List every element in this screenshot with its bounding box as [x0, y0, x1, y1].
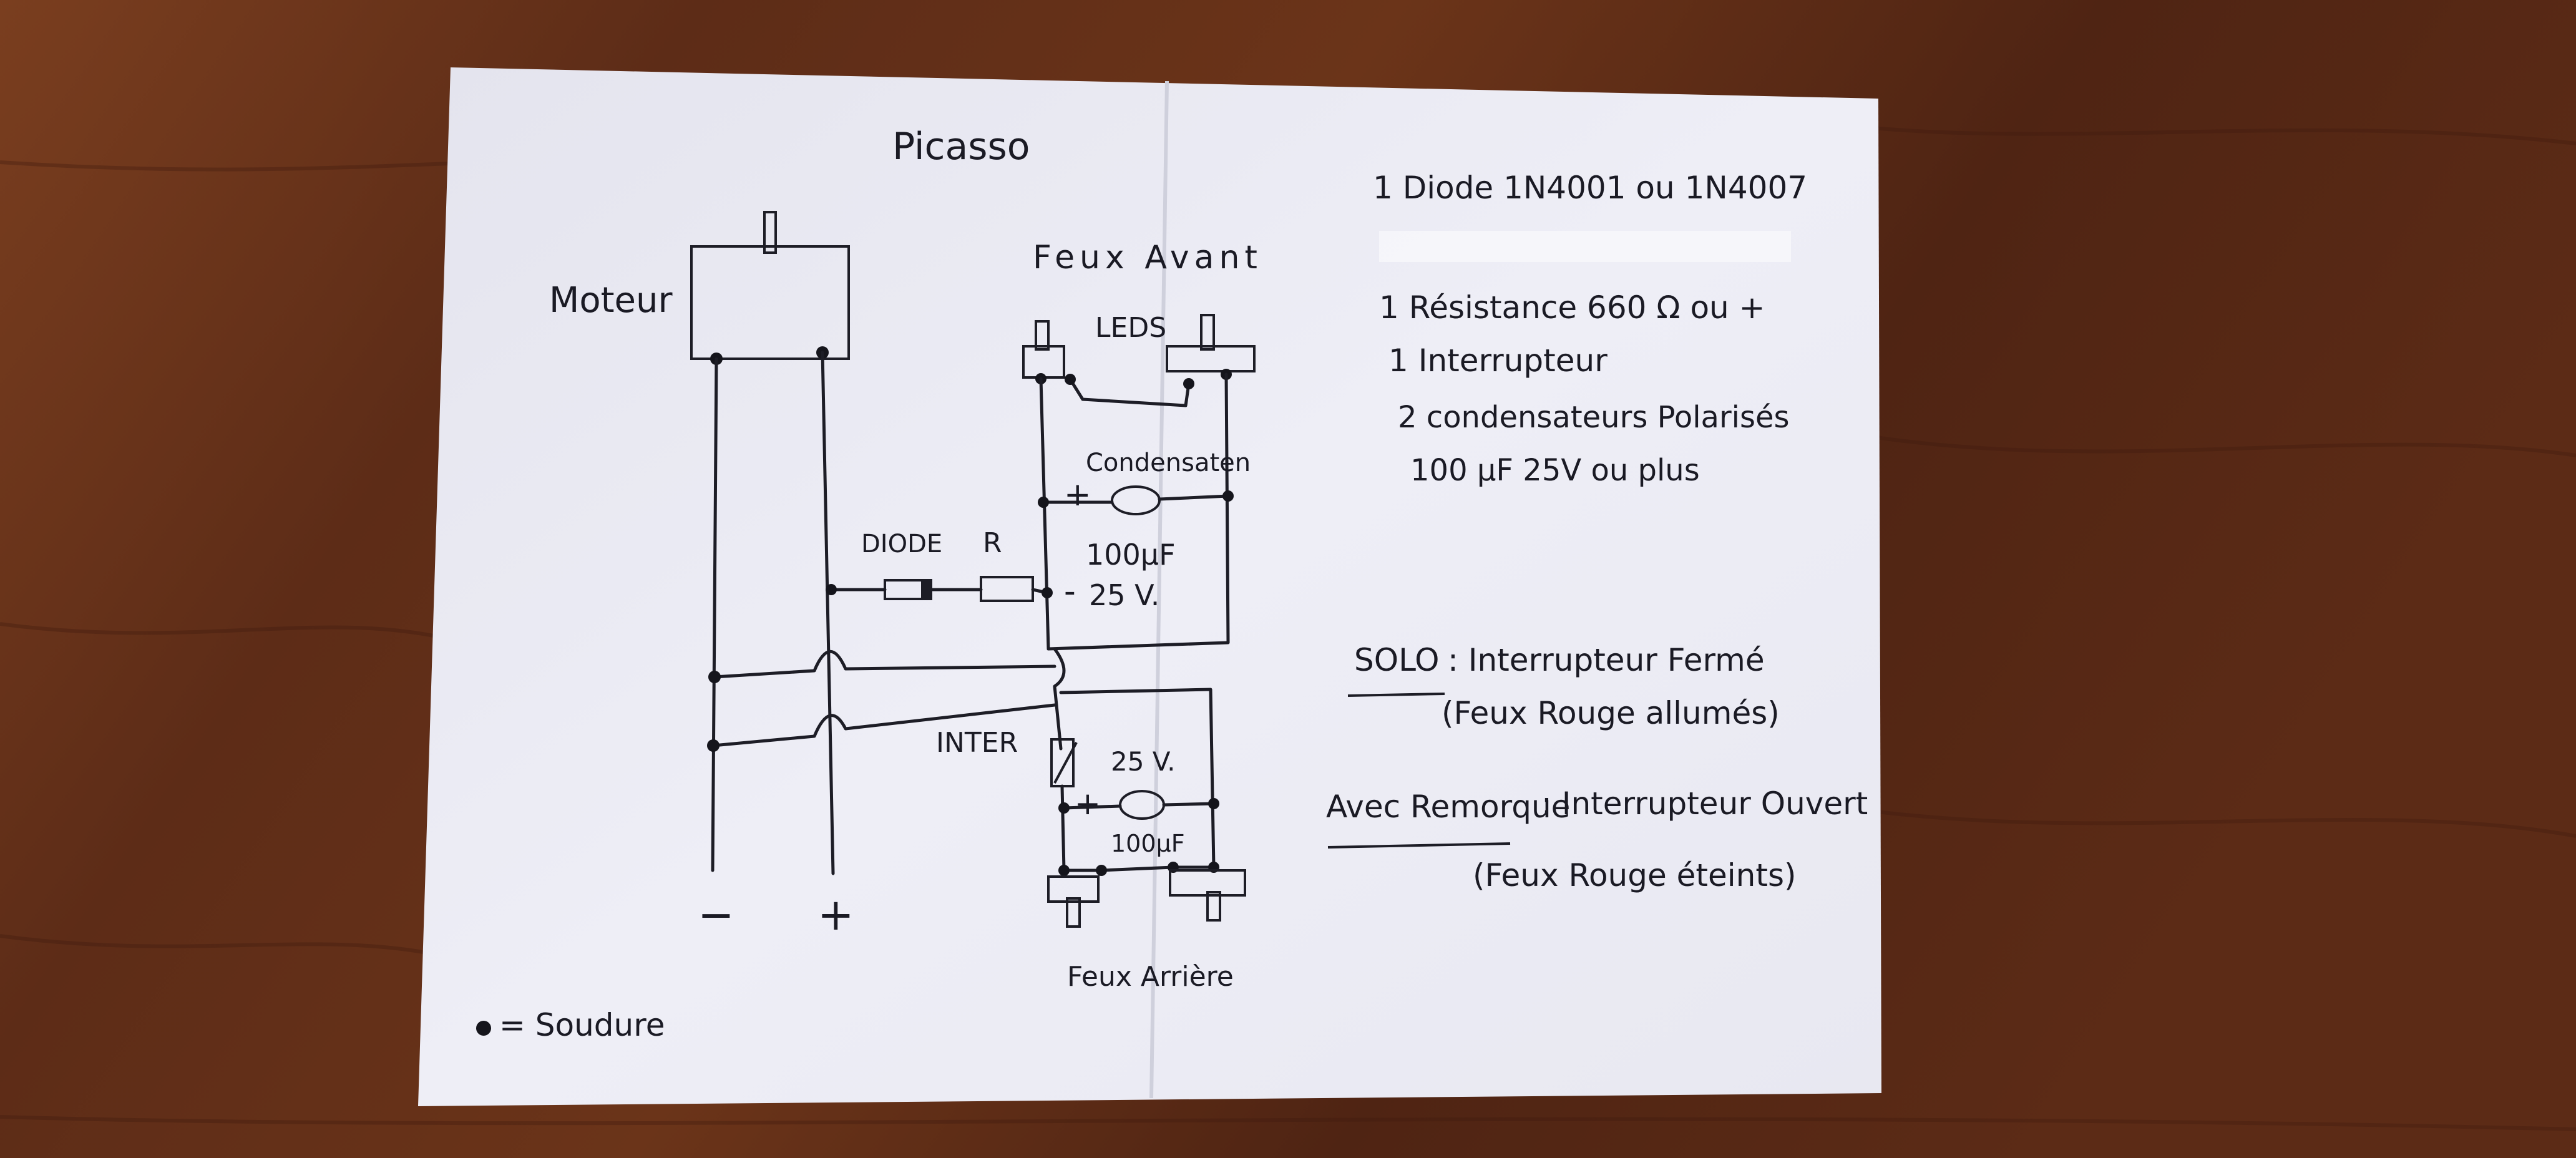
rear-left-wire [1053, 647, 1066, 751]
capacitor-top-label: Condensaten [1086, 449, 1251, 477]
cross-wire-upper [713, 650, 1056, 679]
solder-point [1058, 802, 1070, 814]
plus-terminal: + [817, 889, 854, 940]
legend-dot [476, 1021, 491, 1036]
solder-point [1065, 374, 1076, 385]
resistor [980, 576, 1034, 602]
rear-lights-label: Feux Arrière [1067, 961, 1234, 993]
solder-point [1038, 497, 1049, 508]
wood-grain [0, 123, 2576, 1131]
remorque-text: : Interrupteur Ouvert [1541, 786, 1868, 822]
solo-paren: (Feux Rouge allumés) [1442, 695, 1780, 731]
parts-line-switch: 1 Interrupteur [1388, 343, 1608, 379]
rear-led-right [1169, 869, 1246, 922]
solo-underline [1347, 693, 1445, 697]
diode-label: DIODE [861, 530, 942, 558]
parts-list: 1 Diode 1N4001 ou 1N4007 1 Résistance 66… [1373, 170, 1807, 488]
motor-label: Moteur [549, 280, 673, 321]
capacitor-top-value: 100µF [1086, 538, 1176, 572]
cap-bottom-wire [1062, 802, 1216, 810]
motor-minus-wire [711, 357, 718, 872]
remorque-label: Avec Remorque [1326, 789, 1570, 825]
capacitor-top-minus: - [1064, 573, 1076, 610]
parts-line-capacitors: 2 condensateurs Polarisés [1398, 400, 1790, 435]
solder-point [1096, 865, 1107, 876]
resistor-label: R [983, 527, 1002, 559]
parts-line-resistor: 1 Résistance 660 Ω ou + [1379, 290, 1765, 326]
solder-point [1058, 865, 1070, 876]
capacitor-bottom-value: 100µF [1111, 830, 1185, 857]
front-lights-label: Feux Avant [1033, 239, 1262, 276]
capacitor-bottom [1119, 790, 1165, 820]
led-link-wire [1068, 377, 1191, 407]
capacitor-top [1111, 485, 1161, 515]
switch-lever [1053, 742, 1078, 784]
solder-point [826, 584, 837, 595]
solder-point [1222, 490, 1234, 502]
legend-text: = Soudure [499, 1007, 665, 1043]
paper-fold [1149, 80, 1169, 1099]
remorque-paren: (Feux Rouge éteints) [1473, 857, 1797, 893]
cross-wire-lower [711, 703, 1056, 747]
front-left-wire [1039, 377, 1050, 651]
solder-point [1183, 378, 1194, 389]
rear-led-left [1047, 875, 1100, 928]
motor [690, 211, 850, 365]
solo-text: : Interrupteur Fermé [1448, 642, 1765, 678]
front-led-right [1166, 314, 1256, 372]
rear-led-link-wire [1062, 865, 1216, 872]
front-right-wire [1046, 372, 1230, 651]
capacitor-bottom-plus: + [1075, 786, 1101, 822]
capacitor-bottom-voltage: 25 V. [1111, 746, 1175, 777]
parts-line-cap-value: 100 µF 25V ou plus [1410, 453, 1700, 488]
inter-label: INTER [936, 727, 1018, 759]
paper-sheet [418, 67, 1881, 1106]
capacitor-top-voltage: 25 V. [1089, 578, 1159, 612]
diagram-title: Picasso [892, 125, 1030, 168]
motor-shaft [763, 211, 777, 254]
motor-plus-wire [821, 351, 835, 875]
minus-terminal: − [698, 889, 734, 940]
solder-point [707, 739, 720, 752]
leds-label: LEDS [1095, 312, 1166, 344]
diode [884, 579, 932, 600]
solder-point [1208, 798, 1219, 809]
remorque-underline [1327, 842, 1511, 849]
parts-line-diode: 1 Diode 1N4001 ou 1N4007 [1373, 170, 1807, 206]
solder-point [708, 671, 721, 683]
switch-down-wire [1060, 784, 1066, 872]
capacitor-top-plus: + [1064, 476, 1091, 513]
usage-notes: SOLO : Interrupteur Fermé (Feux Rouge al… [1326, 642, 1868, 893]
erased-line [1379, 231, 1791, 262]
solder-point [1042, 587, 1053, 598]
motor-body [690, 245, 850, 360]
solo-label: SOLO [1354, 642, 1440, 678]
cap-top-wire [1042, 494, 1230, 504]
